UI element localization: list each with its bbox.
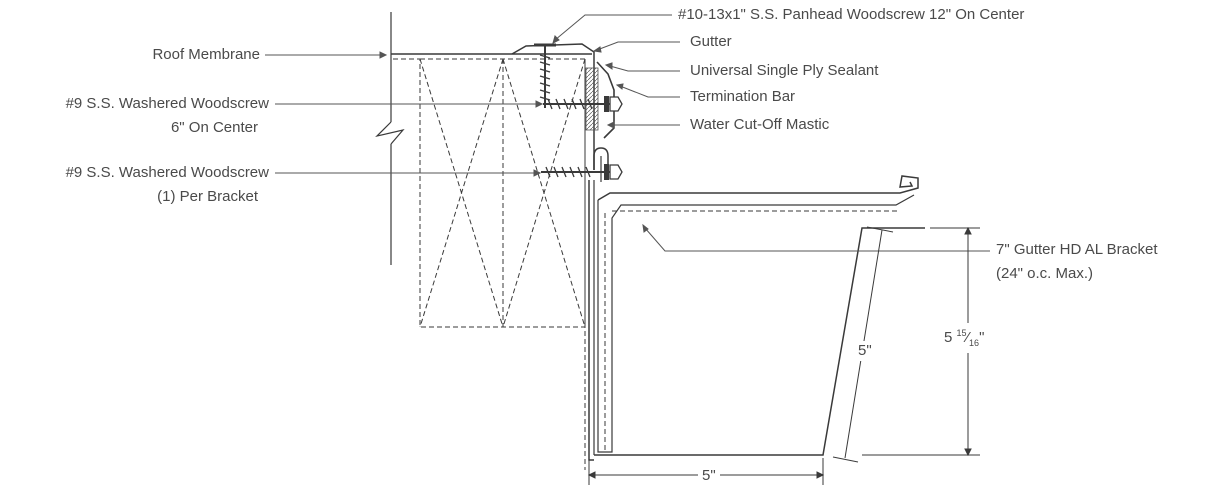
wall-break-symbol [375, 121, 405, 145]
gutter-back [588, 180, 594, 461]
label-mastic: Water Cut-Off Mastic [690, 116, 830, 133]
gutter-bracket [597, 175, 919, 201]
label-sealant: Universal Single Ply Sealant [690, 62, 879, 79]
leader-gutter [596, 41, 680, 51]
termination-bar [596, 61, 615, 139]
label-termination-bar: Termination Bar [690, 88, 796, 105]
dim-width-label: 5" [698, 466, 720, 486]
label-washered-6-line2: 6" On Center [170, 119, 258, 136]
gutter-back-hook [593, 147, 609, 178]
leader-bracket [644, 227, 990, 252]
label-panhead-screw: #10-13x1" S.S. Panhead Woodscrew 12" On … [678, 6, 1025, 23]
label-bracket-line2: (24" o.c. Max.) [996, 265, 1094, 282]
dim-height-label: 5 15⁄16" [944, 323, 985, 353]
leader-termination-bar [619, 85, 680, 98]
label-gutter: Gutter [690, 33, 732, 50]
label-washered-bracket-line2: (1) Per Bracket [157, 188, 258, 205]
leader-sealant [609, 65, 680, 72]
gutter-top-flange [511, 43, 595, 170]
water-cutoff-mastic [585, 67, 599, 131]
dim-slant-label: 5" [858, 341, 872, 361]
label-washered-6-line1: #9 S.S. Washered Woodscrew [65, 95, 269, 112]
label-roof-membrane: Roof Membrane [152, 46, 260, 63]
gutter-body [594, 227, 925, 456]
label-washered-bracket-line1: #9 S.S. Washered Woodscrew [65, 164, 269, 181]
leader-panhead-screw [554, 14, 672, 41]
label-bracket-line1: 7" Gutter HD AL Bracket [996, 241, 1158, 258]
